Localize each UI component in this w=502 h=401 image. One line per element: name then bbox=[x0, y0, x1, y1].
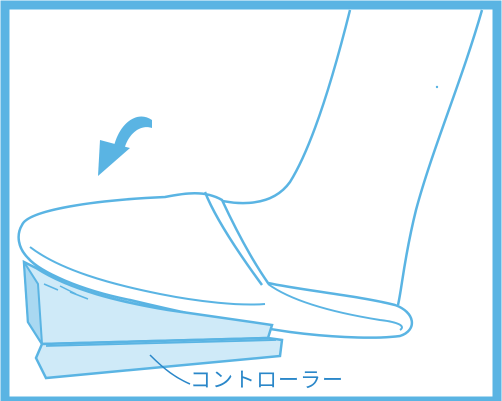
controller-wedge-bottom bbox=[34, 336, 284, 380]
leg-outline bbox=[204, 9, 352, 205]
slipper-body bbox=[17, 192, 413, 339]
foot-mark bbox=[435, 85, 439, 89]
slipper-insole bbox=[29, 246, 266, 306]
controller-wedge-top bbox=[22, 259, 274, 346]
slipper-sole-edge bbox=[267, 283, 403, 331]
controller-label: コントローラー bbox=[190, 368, 344, 392]
callout-leader-line bbox=[149, 354, 191, 385]
arrow-down-left-icon bbox=[98, 116, 152, 176]
leg-outline-back bbox=[396, 9, 484, 306]
controller-wedge-seam bbox=[45, 339, 277, 347]
controller-tread-marks bbox=[43, 275, 89, 300]
slipper-strap bbox=[203, 191, 264, 286]
